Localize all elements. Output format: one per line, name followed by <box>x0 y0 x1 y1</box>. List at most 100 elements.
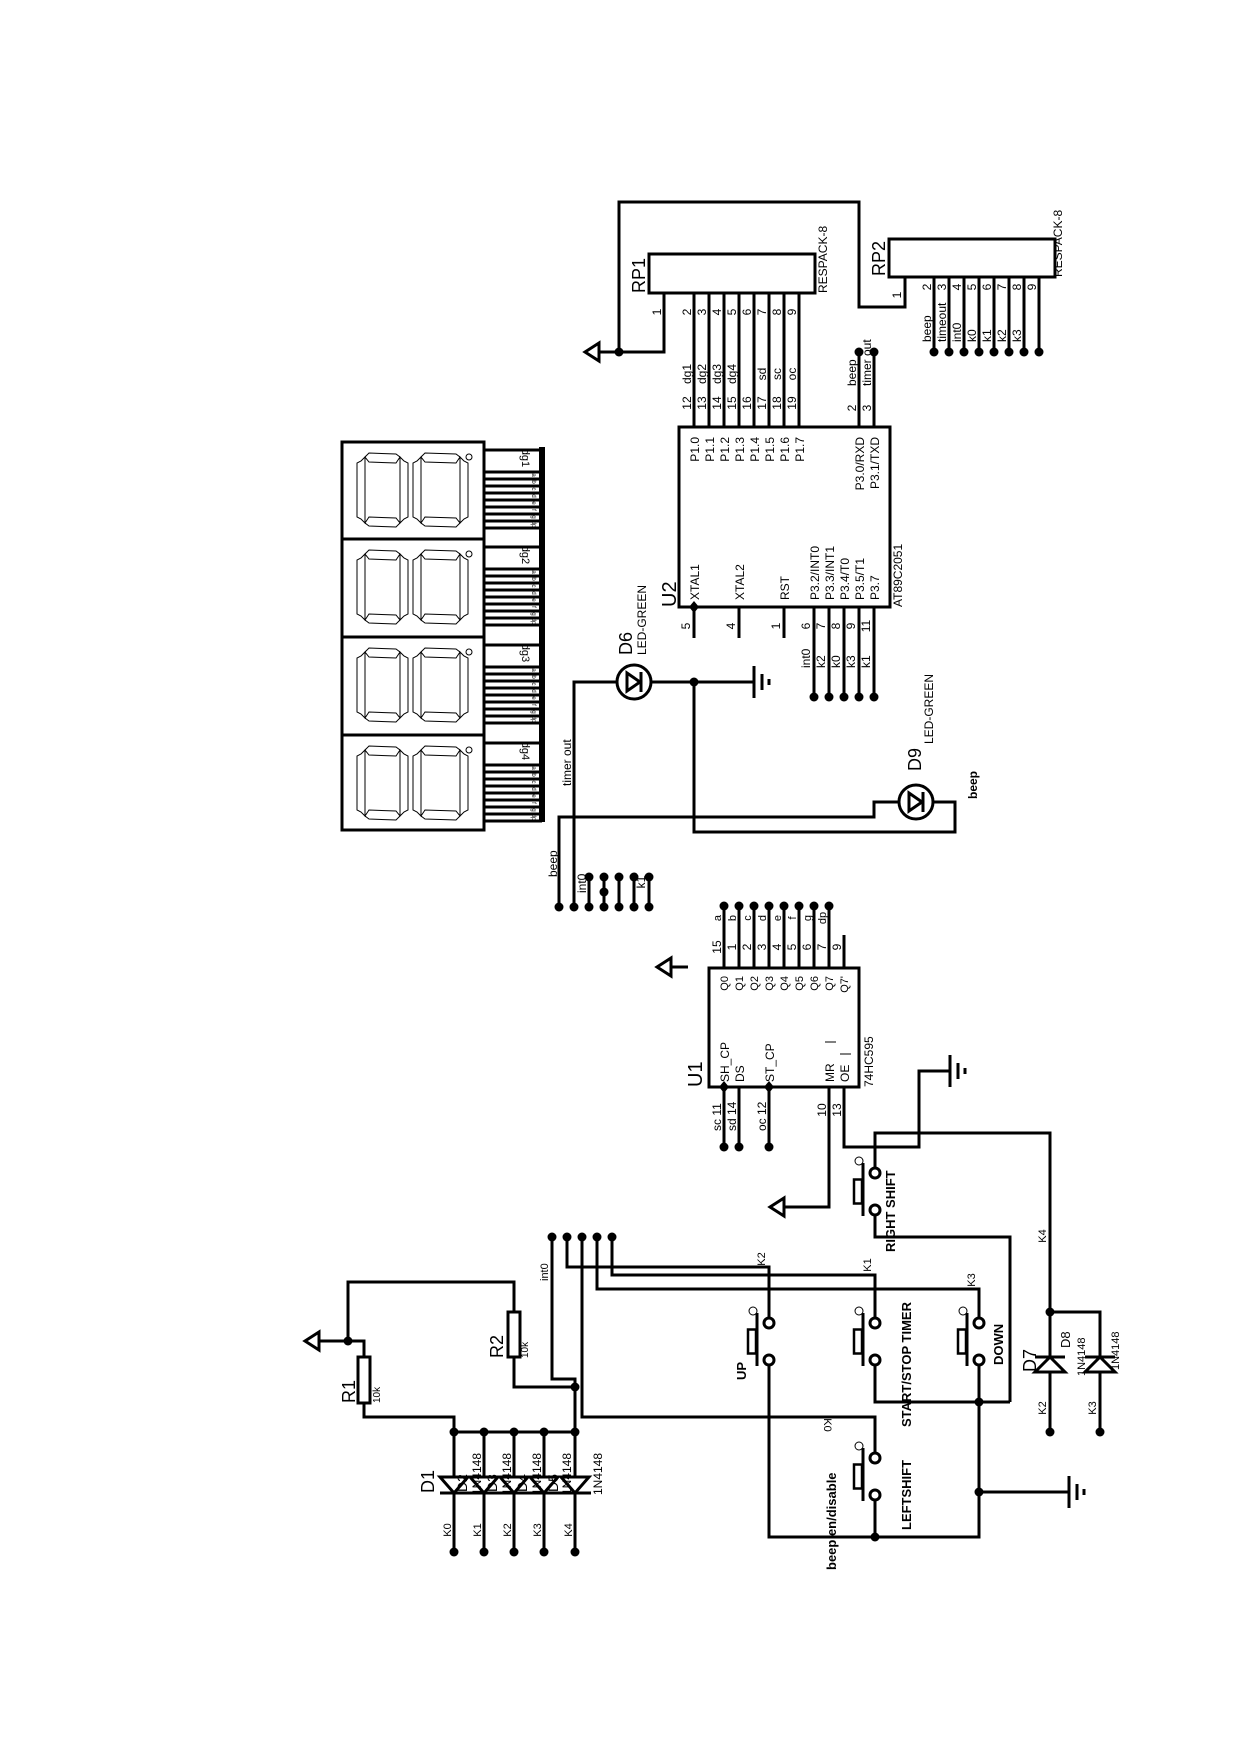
power-arrow-icon <box>654 955 673 979</box>
label: a <box>712 914 724 921</box>
label: P1.5 <box>763 437 777 462</box>
label: dg1 <box>680 364 694 384</box>
segment-label: c <box>530 585 536 588</box>
label: 19 <box>785 396 799 410</box>
label: k0 <box>965 329 979 342</box>
diode-icon <box>436 1475 472 1496</box>
label: 3 <box>695 308 709 315</box>
label: D9 <box>905 748 925 771</box>
d8-diode-icon <box>1081 1354 1119 1374</box>
digit-label: dg2 <box>519 546 531 564</box>
k2-wire <box>565 1237 771 1318</box>
label: LED-GREEN <box>635 585 649 655</box>
segment-icon <box>412 650 422 720</box>
timer-out-wire <box>572 680 617 907</box>
label: 17 <box>755 396 769 410</box>
junction-dot <box>944 347 954 357</box>
label: 2 <box>680 308 694 315</box>
start-stop-switch-pin-icon <box>854 1306 864 1316</box>
label: beep <box>845 359 859 386</box>
segment-icon <box>356 748 366 818</box>
label: 7 <box>815 943 829 950</box>
segment-label: d <box>530 591 536 594</box>
label: dp <box>817 912 829 924</box>
segment-label: d <box>530 787 536 790</box>
r2-bottom-wire <box>512 1357 575 1389</box>
label: ST_CP <box>763 1043 777 1082</box>
segment-label: a <box>530 473 536 477</box>
decimal-point-icon <box>465 746 473 754</box>
label: P3.1/TXD <box>868 437 882 489</box>
label: RST <box>778 575 792 600</box>
junction-dot <box>749 901 759 911</box>
r2-resistor <box>506 1310 522 1359</box>
junction-dot <box>824 901 834 911</box>
r1-top-wire <box>319 1339 366 1357</box>
junction-dot <box>449 1427 459 1437</box>
segment-icon <box>399 552 409 622</box>
junction-dot <box>629 902 639 912</box>
label: K4 <box>563 1523 575 1536</box>
segment-icon <box>399 748 409 818</box>
label: 2 <box>740 943 754 950</box>
junction-dot <box>479 1547 489 1557</box>
wires <box>319 200 1102 1552</box>
label: b <box>727 915 739 921</box>
segment-label: g <box>530 710 536 713</box>
clock-pin-icon <box>719 1081 729 1093</box>
led-diode-icon <box>907 790 925 814</box>
segment-label: d <box>530 494 536 497</box>
label: K2 <box>756 1252 768 1265</box>
decimal-point-icon <box>465 550 473 558</box>
down-switch-plunger-icon <box>956 1328 968 1355</box>
label: P3.5/T1 <box>853 558 867 600</box>
junction-dot <box>974 347 984 357</box>
label: 10 <box>815 1103 829 1117</box>
led-icon <box>897 783 935 821</box>
segment-label: f <box>530 704 536 706</box>
label: P1.4 <box>748 437 762 462</box>
label: 9 <box>1025 283 1039 290</box>
diode-icon <box>526 1475 562 1496</box>
junction-dot <box>1004 347 1014 357</box>
segment-icon <box>364 549 401 561</box>
junction-dot <box>824 692 834 702</box>
d9-return-wire <box>692 682 957 834</box>
up-switch-plunger-icon <box>746 1328 758 1355</box>
label: RP1 <box>629 258 649 293</box>
start-stop-switch-plunger-icon <box>852 1328 864 1355</box>
label: 4 <box>710 308 724 315</box>
segment-icon <box>364 711 401 723</box>
label: oc <box>785 368 799 381</box>
segment-icon <box>356 455 366 525</box>
label: 6 <box>740 308 754 315</box>
segment-label: c <box>530 781 536 784</box>
junction-dot <box>479 1427 489 1437</box>
label: Q4 <box>779 976 791 991</box>
clock-pin-icon <box>764 1081 774 1093</box>
label: P1.7 <box>793 437 807 462</box>
label: g <box>802 915 814 921</box>
label: 1N4148 <box>1110 1331 1122 1370</box>
diode-icon <box>496 1475 532 1496</box>
segment-label: e <box>530 501 536 505</box>
switch-terminal <box>868 1203 882 1217</box>
label: 9 <box>785 308 799 315</box>
segment-label: f <box>530 606 536 608</box>
junction-dot <box>809 901 819 911</box>
segment-label: e <box>530 794 536 798</box>
label: MR <box>823 1063 837 1082</box>
junction-dot <box>1019 347 1029 357</box>
label: 10k <box>520 1341 531 1358</box>
label: sd <box>755 368 769 381</box>
segment-icon <box>412 748 422 818</box>
label: int0 <box>950 322 964 342</box>
label: 8 <box>1010 283 1024 290</box>
junction-dot <box>870 1532 880 1542</box>
label: D4 <box>514 1474 530 1492</box>
label: 3 <box>860 404 874 411</box>
segment-icon <box>412 552 422 622</box>
junction-dot <box>854 347 864 357</box>
label: 8 <box>829 622 843 629</box>
label: K3 <box>966 1273 978 1286</box>
